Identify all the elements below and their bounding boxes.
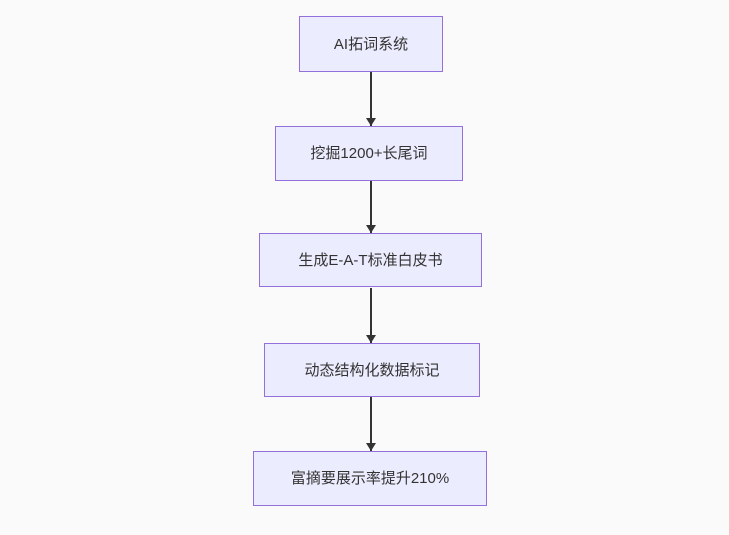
flow-node-eat-whitepaper: 生成E-A-T标准白皮书 [259,233,482,287]
flow-arrow-4-5 [370,397,372,451]
flow-node-label: 富摘要展示率提升210% [290,470,450,487]
flow-arrow-2-3 [370,181,372,233]
flow-node-label: 动态结构化数据标记 [304,361,440,379]
flow-node-label: AI拓词系统 [333,35,409,53]
flow-arrow-1-2 [370,72,372,126]
flow-node-ai-word-system: AI拓词系统 [299,16,443,72]
flow-node-rich-snippet-result: 富摘要展示率提升210% [253,451,487,506]
flow-node-longtail-mining: 挖掘1200+长尾词 [275,126,463,181]
flow-node-label: 挖掘1200+长尾词 [310,145,428,162]
flow-arrow-3-4 [370,288,372,343]
flow-node-structured-data-markup: 动态结构化数据标记 [264,343,480,397]
flow-node-label: 生成E-A-T标准白皮书 [298,251,443,269]
